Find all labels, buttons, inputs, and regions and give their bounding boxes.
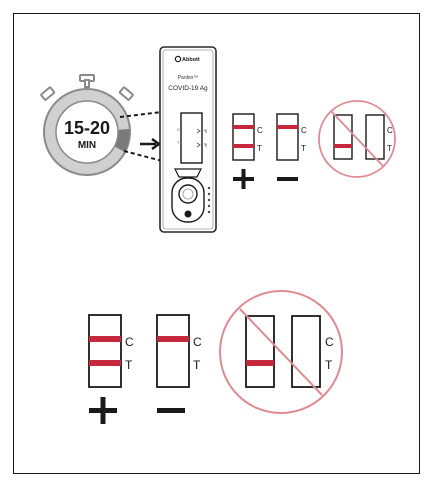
stopwatch-left-button bbox=[40, 86, 56, 101]
large-invalid-window-1 bbox=[245, 315, 275, 388]
small-invalid-t-line bbox=[334, 144, 352, 148]
device-window-mark-c: C bbox=[177, 127, 180, 132]
large-plus-icon bbox=[89, 397, 117, 424]
large-negative-label-c: C bbox=[193, 335, 202, 349]
large-invalid-window-2 bbox=[291, 315, 321, 388]
small-negative-label-t: T bbox=[301, 144, 306, 153]
sample-drop-icon bbox=[184, 210, 192, 218]
small-negative-label-c: C bbox=[301, 126, 307, 135]
stopwatch-stem bbox=[84, 79, 90, 88]
small-positive-c-line bbox=[233, 125, 254, 129]
large-positive-c-line bbox=[89, 336, 121, 342]
small-invalid-window-1 bbox=[333, 114, 353, 160]
small-invalid-label-c: C bbox=[387, 126, 393, 135]
large-positive-label-c: C bbox=[125, 335, 134, 349]
large-minus-icon bbox=[157, 408, 185, 413]
device-inner-outline bbox=[162, 49, 214, 230]
test-device: Abbott Panbio™ COVID-19 Ag C T bbox=[159, 46, 217, 233]
large-invalid-label-t: T bbox=[325, 358, 333, 372]
small-positive-t-line bbox=[233, 144, 254, 148]
device-product-line: Panbio™ bbox=[178, 75, 199, 81]
device-funnel bbox=[174, 168, 202, 178]
small-plus-icon bbox=[233, 169, 254, 189]
large-prohibit-circle-icon bbox=[219, 290, 343, 414]
large-result-positive: C T bbox=[88, 314, 134, 424]
small-invalid-window-2 bbox=[365, 114, 385, 160]
small-prohibit-circle-icon bbox=[318, 100, 396, 178]
large-negative-c-line bbox=[157, 336, 189, 342]
large-result-invalid: C T bbox=[219, 290, 343, 414]
device-grip-dots bbox=[207, 186, 211, 214]
projection-line-lower bbox=[123, 150, 171, 164]
large-prohibit-slash bbox=[239, 308, 323, 396]
sample-well bbox=[178, 184, 198, 204]
small-result-negative: C T bbox=[276, 113, 307, 181]
small-invalid-label-t: T bbox=[387, 144, 392, 153]
small-positive-label-c: C bbox=[257, 126, 263, 135]
stopwatch-right-button bbox=[118, 86, 134, 101]
device-window-mark-t: T bbox=[177, 140, 180, 145]
small-minus-icon bbox=[277, 177, 298, 181]
large-negative-label-t: T bbox=[193, 358, 201, 372]
small-negative-c-line bbox=[277, 125, 298, 129]
large-invalid-t-line bbox=[246, 360, 274, 366]
large-positive-label-t: T bbox=[125, 358, 133, 372]
arrow-right-icon bbox=[140, 137, 162, 151]
stopwatch-icon: 15-20 MIN bbox=[40, 74, 134, 176]
device-side-marks bbox=[196, 128, 207, 148]
panel-frame bbox=[13, 13, 420, 474]
small-positive-window bbox=[232, 113, 255, 161]
projection-line-upper bbox=[119, 110, 171, 118]
brand-logo-icon bbox=[174, 55, 182, 63]
small-result-positive: C T bbox=[232, 113, 263, 189]
small-result-invalid: C T bbox=[318, 100, 396, 178]
device-result-window bbox=[180, 112, 203, 164]
small-prohibit-slash bbox=[330, 110, 384, 167]
sample-well-inner bbox=[182, 188, 194, 200]
timer-range-text: 15-20 bbox=[64, 118, 110, 138]
device-product-name: COVID-19 Ag bbox=[168, 85, 208, 92]
device-brand: Abbott bbox=[182, 57, 200, 63]
large-result-negative: C T bbox=[156, 314, 202, 413]
large-positive-window bbox=[88, 314, 122, 388]
large-negative-window bbox=[156, 314, 190, 388]
small-positive-label-t: T bbox=[257, 144, 262, 153]
timer-unit-text: MIN bbox=[78, 140, 96, 151]
small-negative-window bbox=[276, 113, 299, 161]
stopwatch-face bbox=[55, 100, 119, 164]
large-invalid-label-c: C bbox=[325, 335, 334, 349]
large-positive-t-line bbox=[89, 360, 121, 366]
